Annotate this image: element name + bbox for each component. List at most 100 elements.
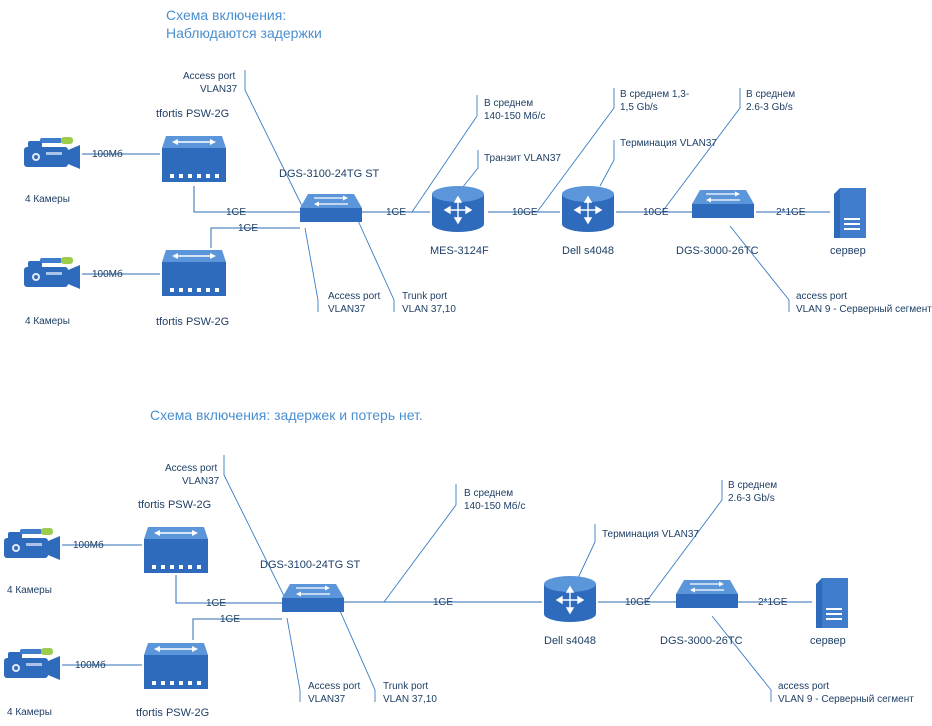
d1-server-icon [834,188,866,238]
d1-mes-avg-l2: 140-150 Мб/с [484,110,545,122]
d1-dgs3000-avg-l2: 2.6-3 Gb/s [746,102,793,113]
d2-camera-top-icon [4,528,60,560]
d1-callout-mes-transit [461,150,479,189]
d2-access-top-l2: VLAN37 [182,476,220,487]
d1-callout-access-bottom [304,227,319,312]
d2-callout-srv-access [711,615,772,702]
d2-cameras-top-label: 4 Камеры [7,585,52,596]
d2-server-icon [816,578,848,628]
d1-callout-srv-access [729,225,790,312]
d2-link-server: 2*1GE [758,597,788,608]
d1-cam-top-speed: 100Мб [92,148,123,160]
d1-psw-top-icon [161,135,227,183]
d2-callout-access-top [223,455,288,603]
d2-trunk-l1: Trunk port [383,681,428,692]
d2-psw-top-icon [143,526,209,574]
d2-dgs3100-icon [281,583,345,613]
d2-srv-access-l2: VLAN 9 - Серверный сегмент [778,694,914,705]
d2-dgs3100-name: DGS-3100-24TG ST [260,559,361,571]
d2-dgs3000-avg-l1: В среднем [728,480,777,491]
d1-dell-name: Dell s4048 [562,245,614,257]
d1-dgs3000-avg-l1: В среднем [746,89,795,100]
d1-dell-avg-l2: 1,5 Gb/s [620,102,658,113]
d1-uplink-top: 1GE [226,207,246,218]
d2-uplink-bottom: 1GE [220,614,240,625]
d2-srv-access-l1: access port [778,681,829,692]
diagram1-title-line2: Наблюдаются задержки [166,25,322,41]
d1-trunk-l2: VLAN 37,10 [402,304,456,315]
d2-dgs3000-avg-l2: 2.6-3 Gb/s [728,493,775,504]
diagram2-title: Схема включения: задержек и потерь нет. [150,407,423,423]
d1-link-server: 2*1GE [776,207,806,218]
d2-psw-top-uplink [175,575,282,604]
d2-psw-bottom-name: tfortis PSW-2G [136,707,209,719]
d2-psw-top-name: tfortis PSW-2G [138,499,211,511]
d1-dgs3100-name: DGS-3100-24TG ST [279,168,380,180]
diagram-2: Схема включения: задержек и потерь нет. … [4,407,914,719]
d1-cameras-bottom-label: 4 Камеры [25,316,70,327]
diagram-1: Схема включения: Наблюдаются задержки [24,7,932,328]
d2-link-dgs-dell: 1GE [433,597,453,608]
d1-callout-mes-avg [411,95,478,213]
d1-psw-top-uplink [193,186,300,213]
diagram1-title-line1: Схема включения: [166,7,286,23]
d2-callout-trunk [336,603,376,702]
d1-access-top-l2: VLAN37 [200,84,238,95]
d2-uplink-top: 1GE [206,598,226,609]
d1-link-dgs-mes: 1GE [386,207,406,218]
d2-psw-bottom-uplink [192,618,282,640]
d2-dell-term: Терминация VLAN37 [602,529,699,540]
d1-cameras-top-label: 4 Камеры [25,194,70,205]
d1-callout-dell-avg [536,88,615,213]
d2-link-avg-l2: 140-150 Мб/с [464,500,525,512]
d1-psw-bottom-icon [161,249,227,297]
d1-dgs3000-icon [691,189,755,219]
d1-mes-name: MES-3124F [430,245,489,257]
d2-cam-top-speed: 100Мб [73,539,104,551]
d2-access-bottom-l2: VLAN37 [308,694,346,705]
d1-dgs3100-icon [299,193,363,223]
d2-access-top-l1: Access port [165,463,217,474]
d2-callout-dgs3000-avg [645,480,723,603]
d1-callout-trunk [354,213,395,312]
d1-psw-top-name: tfortis PSW-2G [156,108,229,120]
d2-callout-access-bottom [286,617,301,702]
d1-trunk-l1: Trunk port [402,291,447,302]
d1-srv-access-l2: VLAN 9 - Серверный сегмент [796,304,932,315]
d2-dgs3000-name: DGS-3000-26TC [660,635,743,647]
d1-psw-bottom-name: tfortis PSW-2G [156,316,229,328]
d2-trunk-l2: VLAN 37,10 [383,694,437,705]
d2-callout-dell-term [577,524,596,579]
d1-camera-top-icon [24,137,80,169]
d1-psw-bottom-uplink [210,227,300,248]
d2-access-bottom-l1: Access port [308,681,360,692]
d2-camera-bottom-icon [4,648,60,680]
d2-link-avg-l1: В среднем [464,488,513,499]
d1-link-dell-dgs3000: 10GE [643,207,669,218]
d1-server-name: сервер [830,245,866,257]
d1-cam-bottom-speed: 100Мб [92,268,123,280]
d2-cam-bottom-speed: 100Мб [75,659,106,671]
d1-mes-avg-l1: В среднем [484,98,533,109]
d1-callout-access-top [244,70,306,213]
d1-access-bottom-l1: Access port [328,291,380,302]
d2-psw-bottom-icon [143,642,209,690]
d1-uplink-bottom: 1GE [238,223,258,234]
d2-dell-name: Dell s4048 [544,635,596,647]
d1-mes-router-icon [431,185,485,233]
d1-callout-dgs3000-avg [661,88,741,213]
d1-dell-router-icon [561,185,615,233]
d1-access-top-l1: Access port [183,71,235,82]
d1-access-bottom-l2: VLAN37 [328,304,366,315]
d2-callout-link-avg [383,484,457,603]
d1-camera-bottom-icon [24,257,80,289]
d1-dgs3000-name: DGS-3000-26TC [676,245,759,257]
d2-server-name: сервер [810,635,846,647]
d1-srv-access-l1: access port [796,291,847,302]
d1-dell-avg-l1: В среднем 1,3- [620,89,689,100]
d2-link-dell-dgs3000: 10GE [625,597,651,608]
d1-mes-transit: Транзит VLAN37 [484,153,561,164]
d1-callout-dell-term [599,140,615,187]
d1-dell-term: Терминация VLAN37 [620,138,717,149]
d2-dell-router-icon [543,575,597,623]
